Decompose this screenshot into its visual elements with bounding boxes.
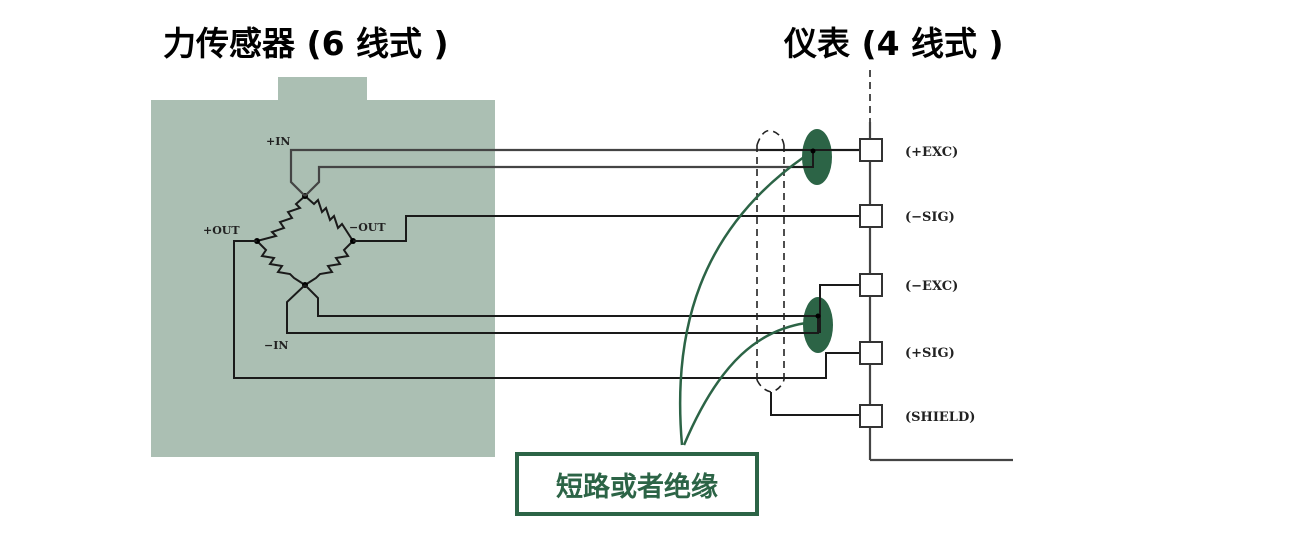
shield-top-arc (756, 129, 785, 146)
junction-highlight-exc (802, 129, 832, 185)
callout-curve-minus-exc (682, 321, 807, 446)
resistor-bottom-right (304, 240, 354, 286)
terminal-minus-exc (859, 273, 883, 297)
terminal-shield (859, 404, 883, 428)
sensor-title: 力传感器 (6 线式 ) (163, 24, 449, 63)
meter-bus (868, 70, 1013, 462)
meter-title: 仪表 (4 线式 ) (784, 24, 1004, 63)
callout-note-text: 短路或者绝缘 (556, 471, 718, 503)
wire-shield (770, 392, 860, 416)
resistor-top-left (256, 195, 306, 242)
callout-note-box: 短路或者绝缘 (515, 452, 759, 516)
meter-terminals (859, 138, 883, 428)
pin-label-minus-in: −IN (264, 339, 288, 352)
sensor-cable-gland (278, 77, 367, 101)
pin-label-plus-out: +OUT (203, 224, 240, 237)
wire-plus-in (289, 148, 860, 197)
sensor-housing (151, 100, 495, 457)
callout-curve-exc (678, 155, 805, 446)
cable-shield-outline (756, 129, 785, 393)
terminal-plus-sig (859, 341, 883, 365)
wire-plus-out (233, 240, 860, 379)
sensor-body (151, 77, 495, 457)
terminal-label: (+SIG) (905, 346, 955, 361)
wheatstone-bridge (254, 193, 356, 288)
resistor-bottom-left (256, 240, 306, 286)
joint-dot-exc (810, 148, 816, 154)
terminal-label: (SHIELD) (905, 410, 975, 425)
pin-label-plus-in: +IN (266, 135, 290, 148)
wire-minus-sense (304, 284, 818, 317)
wire-minus-out (353, 215, 860, 242)
terminal-label: (+EXC) (905, 145, 958, 160)
wire-plus-sense-overlay (790, 150, 814, 168)
terminal-label: (−EXC) (905, 279, 958, 294)
resistor-top-right (304, 195, 354, 242)
terminal-plus-exc (859, 138, 883, 162)
terminal-label: (−SIG) (905, 210, 955, 225)
wire-minus-sense-overlay (800, 315, 819, 334)
pin-label-minus-out: −OUT (349, 221, 386, 234)
shield-bottom-arc (756, 379, 785, 393)
joint-dot-minus-exc (815, 313, 821, 319)
terminal-minus-sig (859, 204, 883, 228)
